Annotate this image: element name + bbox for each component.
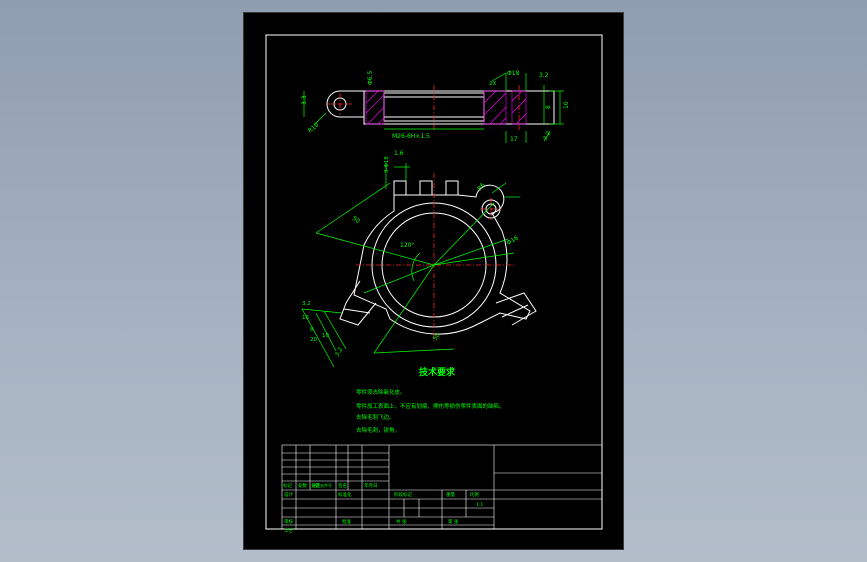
- plan-outline: [353, 184, 531, 335]
- tb-change-doc: 更改文件号: [312, 482, 332, 488]
- tb-scale: 比例: [470, 491, 479, 498]
- dim-phi-hole: Φ16: [506, 234, 520, 246]
- dim-top-r-small: 3.2: [539, 72, 549, 79]
- dim-top-note: 2X: [489, 81, 496, 87]
- dim-left-4: 10: [322, 333, 329, 339]
- tb-standard: 标准化: [338, 491, 352, 498]
- tech-req-1: 零件须去除氧化皮。: [356, 388, 406, 396]
- dim-top-left-r: R10: [307, 121, 321, 134]
- dim-top-right-small: 17: [510, 136, 518, 143]
- tb-designer: 设计: [284, 491, 293, 498]
- dim-r-small: R6: [476, 182, 487, 193]
- drawing-sheet: 3.3 R10 Φ6.5 2X Φ18 3.2 8 10 M26-6H×1.5 …: [244, 13, 623, 549]
- dim-left-bottom: 3.2: [334, 346, 345, 358]
- tb-mark: 标记: [283, 482, 292, 489]
- dim-slot-note: 3-Φ18: [384, 156, 390, 173]
- dim-left-2: 8: [310, 327, 314, 333]
- tb-date: 年月日: [364, 482, 378, 489]
- tb-process: 工艺: [284, 528, 293, 534]
- dim-left-1: 16: [302, 315, 309, 321]
- right-tab: [495, 292, 537, 326]
- tb-approve: 批准: [342, 518, 351, 525]
- dim-top-phi-left: Φ6.5: [367, 71, 374, 85]
- dim-left-3: 20: [310, 337, 317, 343]
- tech-req-2: 零件加工表面上，不应有划痕、擦伤等损伤零件表面的缺陷。: [356, 402, 505, 410]
- dim-top-bottom: M26-6H×1.5: [392, 133, 430, 140]
- tech-req-4: 去除毛刺，锐角。: [356, 426, 400, 434]
- dim-top-d3: 10: [563, 101, 570, 109]
- dim-top-d1: 3.3: [301, 95, 308, 105]
- dim-slot-w: 1.6: [394, 150, 404, 157]
- tech-req-title: 技术要求: [419, 366, 456, 378]
- dim-top-phi-right: Φ18: [507, 70, 520, 77]
- tb-sheets: 共 张: [396, 518, 407, 525]
- dim-left-0: 3.2: [302, 301, 311, 307]
- section-hatch: [365, 90, 527, 125]
- dim-len-a: 50: [351, 215, 361, 225]
- tb-stage: 阶段标记: [394, 491, 412, 498]
- tb-sign: 签名: [338, 482, 347, 489]
- tb-weight: 重量: [446, 491, 455, 498]
- drawing-canvas: 3.3 R10 Φ6.5 2X Φ18 3.2 8 10 M26-6H×1.5 …: [265, 34, 603, 534]
- dim-len-b: 50: [432, 332, 442, 342]
- left-tab: [339, 280, 377, 326]
- tech-req-3: 去除毛刺飞边。: [356, 413, 395, 421]
- title-block: [281, 444, 603, 530]
- tb-count: 处数: [298, 482, 307, 489]
- top-slots: [393, 180, 459, 195]
- section-body: [363, 90, 555, 125]
- dim-top-bottom-right: 3.2: [542, 130, 553, 142]
- dim-top-d2: 8: [545, 105, 552, 109]
- dim-angle: 120°: [400, 242, 414, 249]
- tb-zone: 分区: [311, 482, 320, 489]
- plan-view: [301, 163, 537, 368]
- tb-sheet-no: 第 张: [448, 518, 459, 525]
- section-view: [303, 72, 564, 143]
- section-ear: [326, 90, 365, 118]
- tb-review: 审核: [284, 518, 293, 525]
- tb-scale-value: 1:1: [476, 502, 483, 508]
